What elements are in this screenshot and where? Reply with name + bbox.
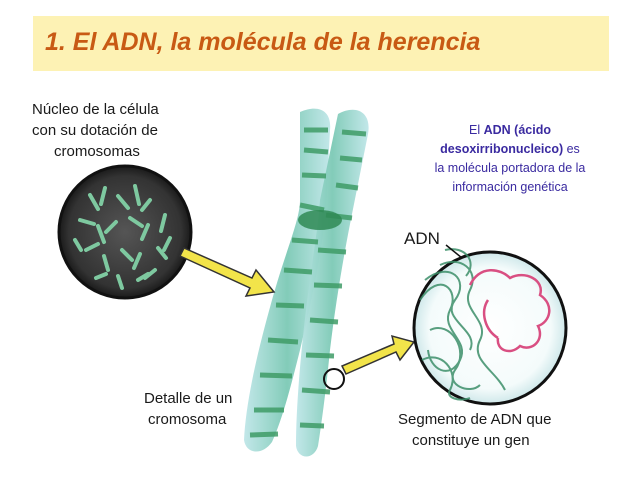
- page-title: 1. El ADN, la molécula de la herencia: [45, 28, 481, 56]
- gene-label-line2: constituye un gen: [412, 432, 530, 449]
- chromosome-label-line2: cromosoma: [148, 411, 227, 428]
- nucleus-label-line1: Núcleo de la célula: [32, 101, 159, 118]
- dna-lens-circle: [412, 248, 568, 406]
- note-part1: El: [469, 123, 484, 137]
- nucleus-circle: [57, 164, 193, 300]
- dna-definition-note: El ADN (ácido desoxirribonucleico) es la…: [412, 121, 608, 197]
- arrow-chromosome-to-dna: [340, 334, 416, 375]
- note-part4: es: [563, 142, 580, 156]
- adn-pointer-line: [445, 244, 463, 259]
- gene-marker-circle: [323, 368, 345, 390]
- gene-label-line1: Segmento de ADN que: [398, 411, 552, 428]
- note-line3: la molécula portadora de la: [434, 161, 586, 175]
- arrow-nucleus-to-chromosome: [178, 247, 276, 297]
- gene-segment-red: [468, 269, 551, 353]
- note-part2: ADN (ácido: [483, 123, 551, 137]
- note-part3: desoxirribonucleico): [440, 142, 564, 156]
- chromosome: [244, 108, 369, 457]
- chromosome-label-line1: Detalle de un: [144, 390, 233, 407]
- nucleus-label-line3: cromosomas: [54, 143, 140, 160]
- title-banner: 1. El ADN, la molécula de la herencia: [33, 16, 609, 71]
- nucleus-label-line2: con su dotación de: [32, 122, 158, 139]
- adn-label: ADN: [404, 229, 440, 248]
- note-line4: información genética: [452, 180, 568, 194]
